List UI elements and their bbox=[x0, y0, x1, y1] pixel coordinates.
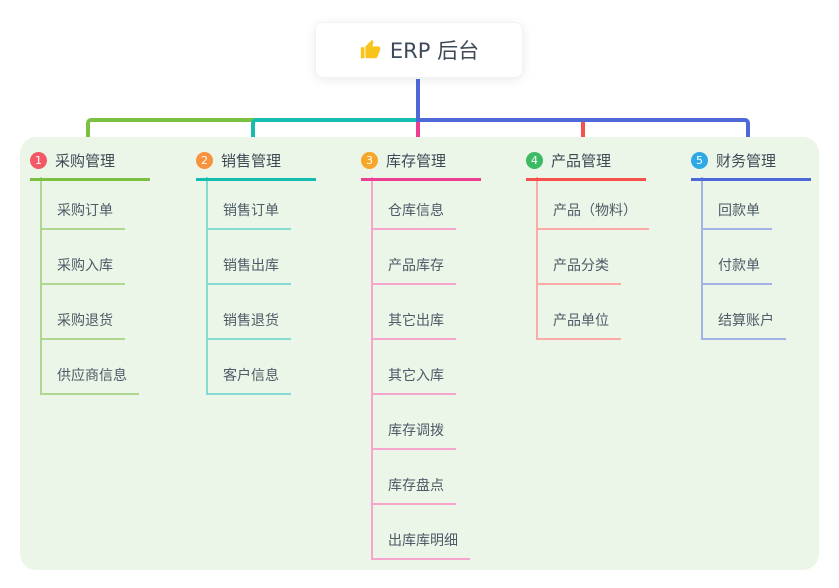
branch-index-badge: 4 bbox=[526, 152, 543, 169]
connector-root-stem bbox=[416, 79, 420, 120]
child-node[interactable]: 产品分类 bbox=[536, 258, 621, 285]
child-node[interactable]: 产品库存 bbox=[371, 258, 456, 285]
branch-index-badge: 3 bbox=[361, 152, 378, 169]
branch-node-1[interactable]: 1 采购管理 bbox=[30, 150, 150, 181]
branch-label: 产品管理 bbox=[551, 152, 612, 170]
child-node[interactable]: 库存调拨 bbox=[371, 423, 456, 450]
branch-child-connector bbox=[701, 177, 703, 340]
branch-label: 财务管理 bbox=[716, 152, 777, 170]
branch-index-badge: 1 bbox=[30, 152, 47, 169]
child-node[interactable]: 出库库明细 bbox=[371, 533, 470, 560]
root-node[interactable]: ERP 后台 bbox=[315, 22, 523, 78]
branches-panel bbox=[20, 137, 819, 570]
child-node[interactable]: 供应商信息 bbox=[40, 368, 139, 395]
branch-child-connector bbox=[371, 177, 373, 560]
child-node[interactable]: 采购退货 bbox=[40, 313, 125, 340]
branch-label: 库存管理 bbox=[386, 152, 447, 170]
child-node[interactable]: 其它入库 bbox=[371, 368, 456, 395]
branch-node-4[interactable]: 4 产品管理 bbox=[526, 150, 646, 181]
branch-child-connector bbox=[40, 177, 42, 395]
child-node[interactable]: 付款单 bbox=[701, 258, 772, 285]
child-node[interactable]: 库存盘点 bbox=[371, 478, 456, 505]
child-node[interactable]: 回款单 bbox=[701, 203, 772, 230]
child-node[interactable]: 产品单位 bbox=[536, 313, 621, 340]
branch-node-3[interactable]: 3 库存管理 bbox=[361, 150, 481, 181]
branch-label: 采购管理 bbox=[55, 152, 116, 170]
branch-child-connector bbox=[206, 177, 208, 395]
child-node[interactable]: 销售出库 bbox=[206, 258, 291, 285]
child-node[interactable]: 结算账户 bbox=[701, 313, 786, 340]
root-title: ERP 后台 bbox=[389, 39, 480, 63]
branch-index-badge: 2 bbox=[196, 152, 213, 169]
branch-child-connector bbox=[536, 177, 538, 340]
branch-index-badge: 5 bbox=[691, 152, 708, 169]
branch-node-2[interactable]: 2 销售管理 bbox=[196, 150, 316, 181]
thumbs-up-icon bbox=[359, 39, 381, 61]
child-node[interactable]: 销售退货 bbox=[206, 313, 291, 340]
child-node[interactable]: 采购订单 bbox=[40, 203, 125, 230]
child-node[interactable]: 客户信息 bbox=[206, 368, 291, 395]
child-node[interactable]: 采购入库 bbox=[40, 258, 125, 285]
branch-node-5[interactable]: 5 财务管理 bbox=[691, 150, 811, 181]
branch-label: 销售管理 bbox=[221, 152, 282, 170]
child-node[interactable]: 销售订单 bbox=[206, 203, 291, 230]
child-node[interactable]: 其它出库 bbox=[371, 313, 456, 340]
child-node[interactable]: 仓库信息 bbox=[371, 203, 456, 230]
child-node[interactable]: 产品（物料） bbox=[536, 203, 649, 230]
